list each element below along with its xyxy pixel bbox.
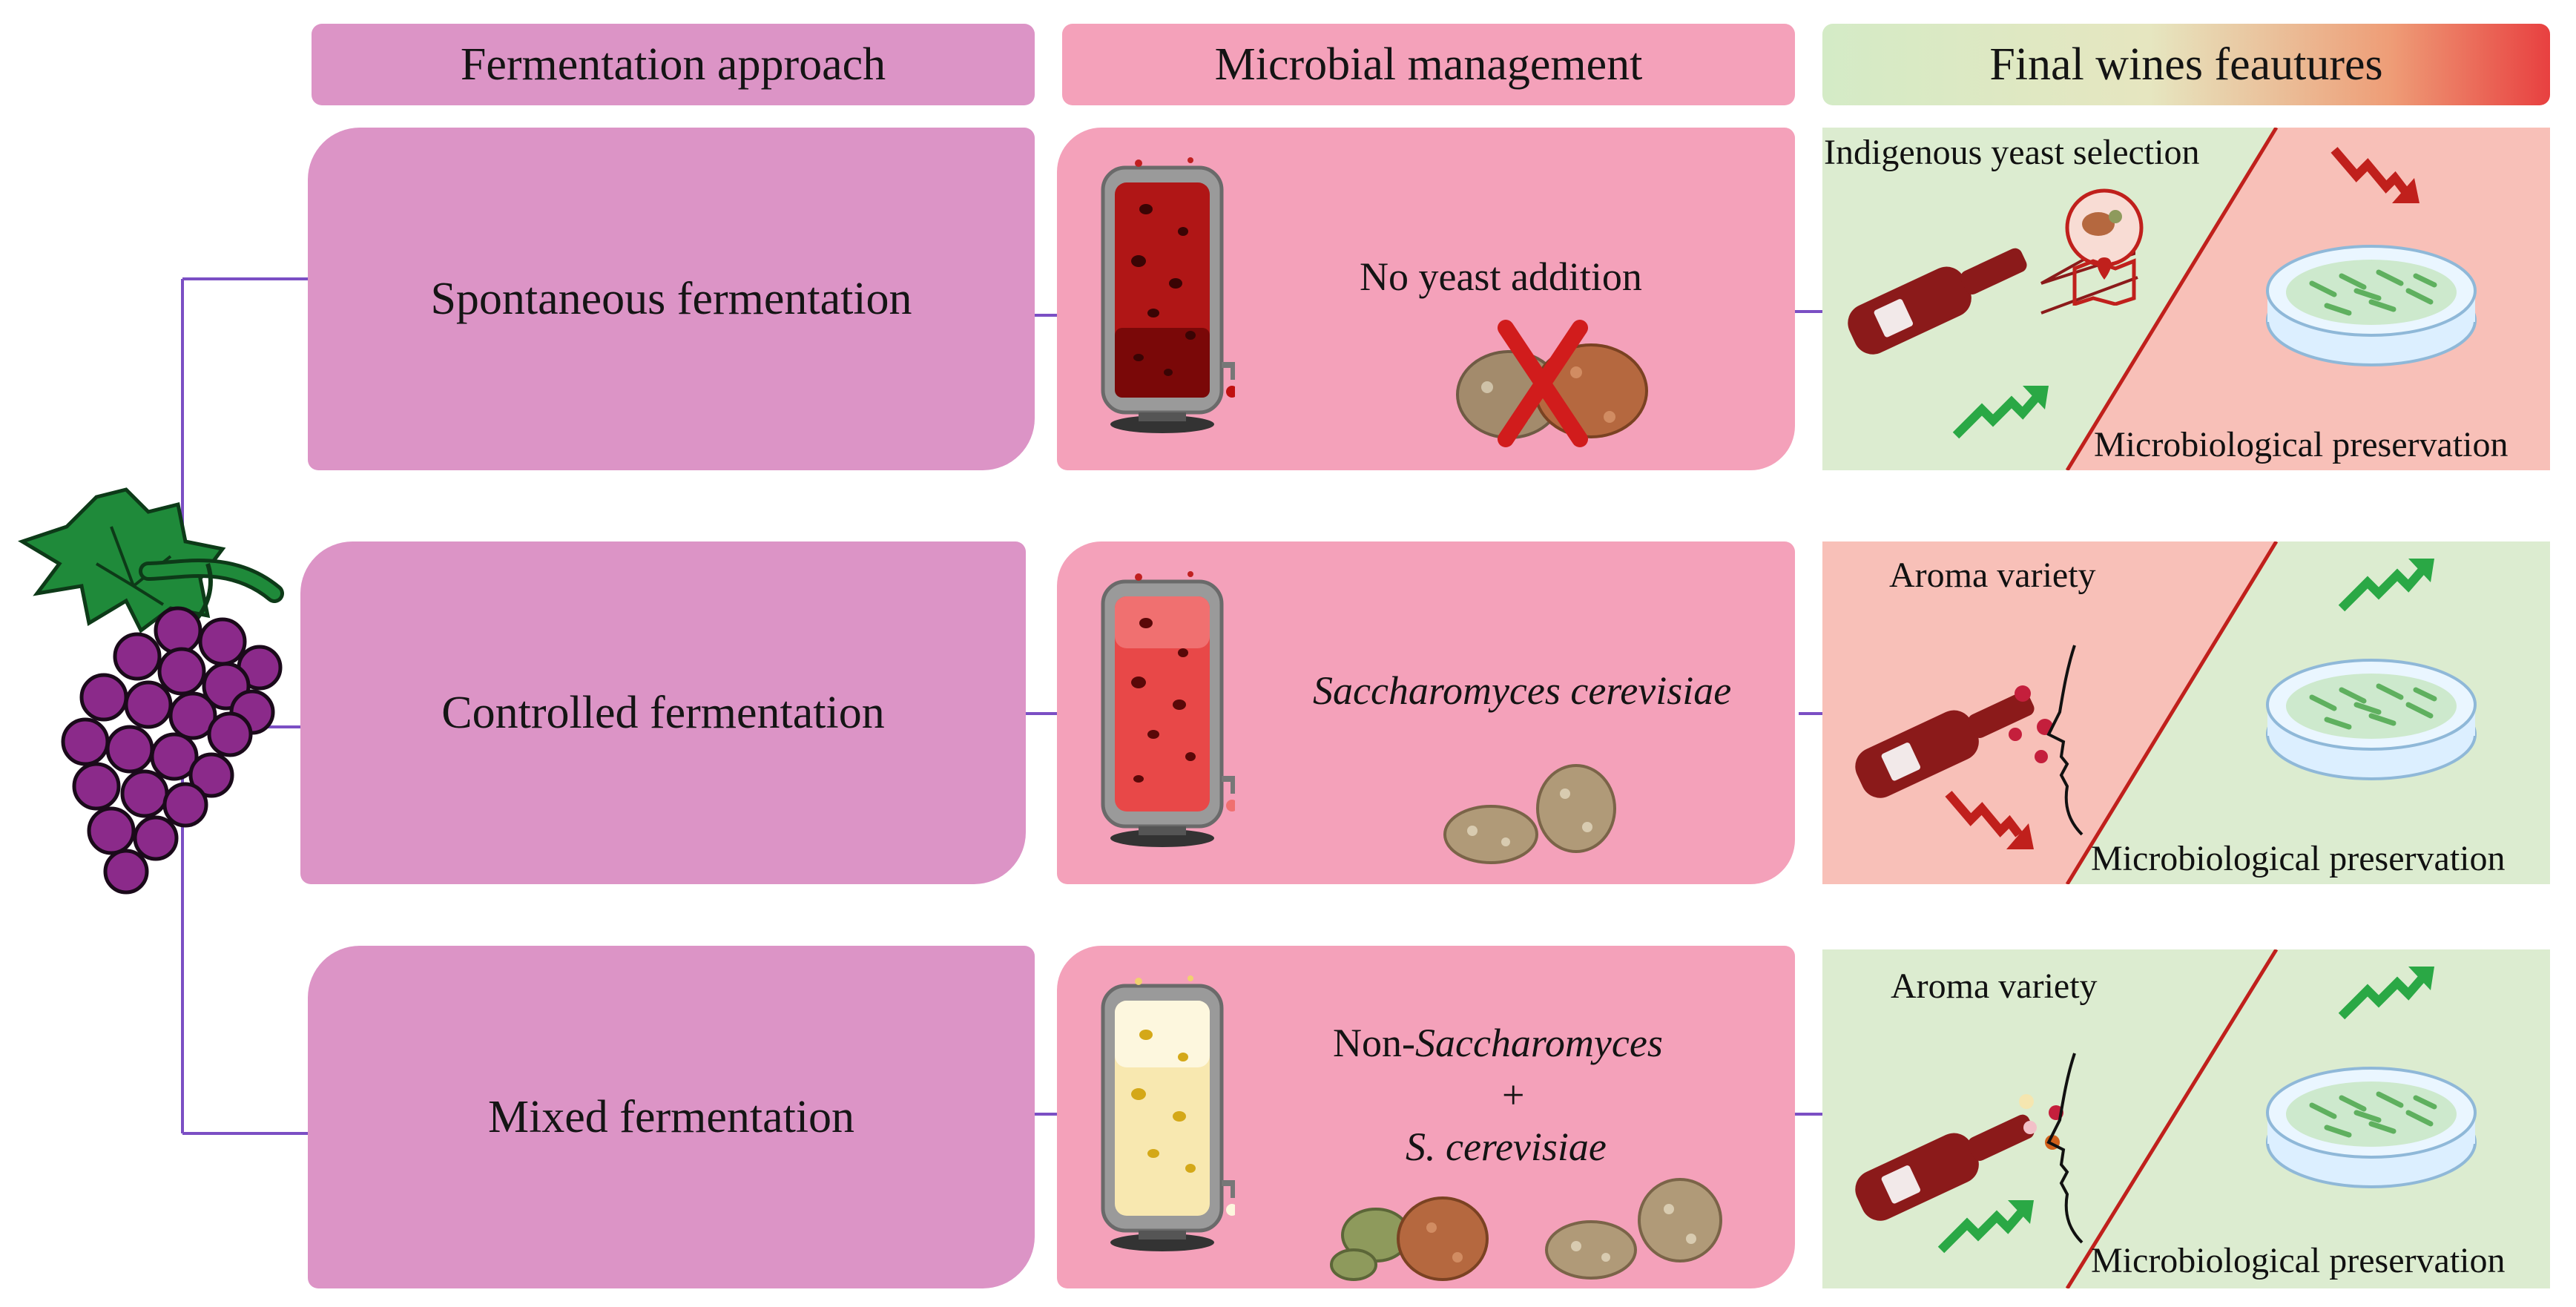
yeast-cell-icon: [1545, 1178, 1722, 1280]
approach-label: Spontaneous fermentation: [430, 273, 912, 324]
trend-down-icon: [1945, 791, 2034, 849]
approach-label: Controlled fermentation: [441, 687, 885, 738]
petri-dish-icon: [2266, 245, 2477, 366]
yeast-cell-icon: [1330, 1196, 1489, 1281]
feature-aroma-variety: Aroma variety: [1891, 967, 2098, 1006]
approach-box-controlled: Controlled fermentation: [300, 541, 1026, 884]
trend-down-icon: [2330, 147, 2419, 203]
features-box-spontaneous: Indigenous yeast selection Microbiolog: [1822, 128, 2550, 470]
face-profile-icon: [2019, 1053, 2083, 1244]
fermentation-tank-icon: [1101, 975, 1235, 1251]
header-fermentation-approach: Fermentation approach: [312, 24, 1035, 105]
fermentation-tank-icon: [1101, 157, 1235, 433]
wine-bottle-icon: [1848, 228, 2138, 355]
wine-bottle-icon: [1855, 1114, 2035, 1221]
trend-up-icon: [1952, 386, 2049, 439]
features-box-mixed: Aroma variety Microbiological preservati…: [1822, 949, 2550, 1288]
management-label-non-saccharomyces: Non-Saccharomyces: [1333, 1020, 1663, 1066]
management-box-spontaneous: No yeast addition: [1057, 128, 1795, 470]
approach-box-mixed: Mixed fermentation: [308, 946, 1035, 1288]
features-box-controlled: Aroma variety Microbiological preservati…: [1822, 541, 2550, 884]
petri-dish-icon: [2266, 1067, 2477, 1188]
yeast-cell-icon: [1443, 764, 1616, 864]
management-label-saccharomyces: Saccharomyces cerevisiae: [1313, 668, 1732, 713]
management-label-italic: Saccharomyces: [1414, 1021, 1663, 1065]
feature-aroma-variety: Aroma variety: [1889, 556, 2096, 595]
header-microbial-management: Microbial management: [1062, 24, 1795, 105]
feature-microbiological-preservation: Microbiological preservation: [2091, 839, 2506, 878]
management-label-s-cerevisiae: S. cerevisiae: [1406, 1125, 1607, 1169]
feature-microbiological-preservation: Microbiological preservation: [2094, 425, 2509, 464]
wine-bottle-icon: [1855, 691, 2035, 798]
grape-cluster-icon: [18, 487, 284, 895]
header-final-wine-features: Final wines feautures: [1822, 24, 2550, 105]
location-map-icon: [2065, 188, 2144, 306]
cross-mark-icon: [1498, 320, 1588, 447]
management-box-mixed: Non-Saccharomyces + S. cerevisiae: [1057, 946, 1795, 1288]
approach-box-spontaneous: Spontaneous fermentation: [308, 128, 1035, 470]
trend-up-icon: [2338, 559, 2434, 612]
trend-up-icon: [2338, 967, 2434, 1020]
management-label-plus: +: [1502, 1073, 1525, 1117]
approach-label: Mixed fermentation: [487, 1091, 855, 1142]
management-box-controlled: Saccharomyces cerevisiae: [1057, 541, 1795, 884]
trend-up-icon: [1937, 1200, 2034, 1254]
feature-indigenous-yeast-selection: Indigenous yeast selection: [1824, 133, 2200, 172]
petri-dish-icon: [2266, 659, 2477, 780]
face-profile-icon: [2009, 645, 2083, 836]
management-label-prefix: Non-: [1333, 1021, 1415, 1065]
fermentation-tank-icon: [1101, 571, 1235, 847]
feature-microbiological-preservation: Microbiological preservation: [2091, 1241, 2506, 1280]
management-label-no-yeast: No yeast addition: [1360, 254, 1642, 299]
